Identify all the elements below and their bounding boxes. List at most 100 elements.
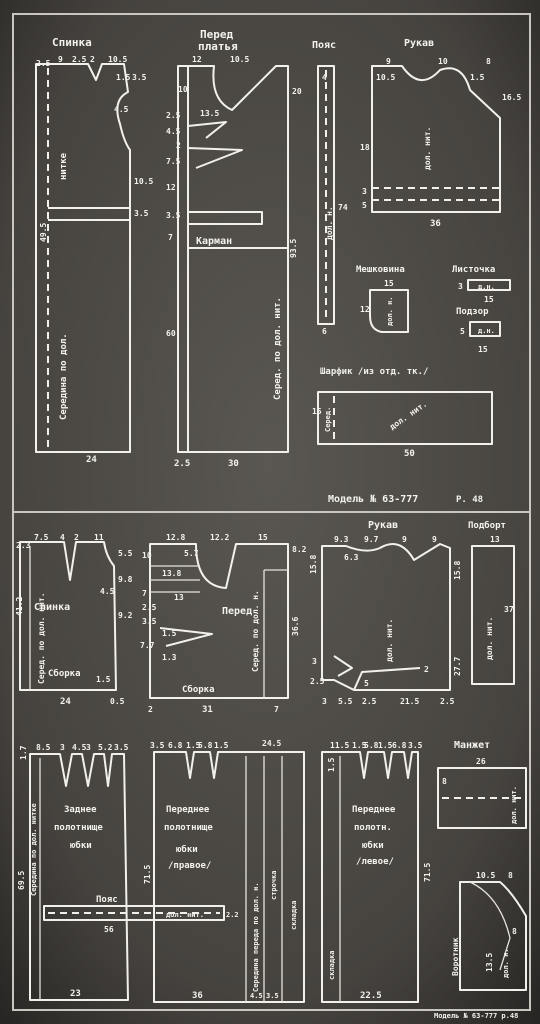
dim: 10 (178, 85, 188, 94)
dim: 3.5 (166, 211, 181, 220)
top-podzor: Подзор д.н. 5 15 (456, 307, 501, 354)
dim: 8.5 (36, 743, 51, 752)
dim: 2.5 (166, 111, 181, 120)
fold-label: Середина по дол. нитке (30, 803, 38, 896)
grain-label: дол. н. (386, 296, 394, 326)
dim: 23 (70, 989, 81, 999)
dim: 1.5 (96, 675, 111, 684)
bot-perednee-levoe: Переднее полотн. юбки /левое/ складка 11… (321, 741, 432, 1003)
dim: 5.5 (338, 697, 353, 706)
dim: 2 (424, 665, 429, 674)
title: Подборт (468, 520, 506, 531)
dim: 56 (104, 925, 114, 934)
dim: 8 (512, 927, 517, 936)
grain-label: дол. н. (325, 206, 334, 240)
dim: 5.2 (98, 743, 113, 752)
dim: 16.5 (502, 93, 521, 102)
dim: 9.7 (364, 535, 379, 544)
dim: 1.3 (162, 653, 177, 662)
dim: 1.5 (470, 73, 485, 82)
dim: 2.5 (440, 697, 455, 706)
title: Мешковина (356, 265, 405, 275)
dim: 24 (86, 455, 97, 465)
dim: 15 (484, 295, 494, 304)
grain-label: дол. н. (502, 948, 510, 978)
dim: 2.5 (36, 59, 51, 68)
bot-vorotnik: Воротник дол. н. 10.5 8 8 13.5 (451, 871, 527, 991)
dim: 7 (142, 589, 147, 598)
dim: 3.5 (134, 209, 149, 218)
mid-pered: Перед Серед. по дол. н. Сборка 12.8 12.2… (140, 533, 307, 715)
dim: 5.8 (364, 741, 379, 750)
title: Шарфик /из отд. тк./ (320, 367, 428, 377)
bot-poyas: Пояс дол. нит. 56 2.2 (43, 895, 239, 934)
grain-label: д.н. (478, 327, 495, 335)
dim: 12 (192, 55, 202, 64)
title-line2: платья (198, 40, 238, 53)
dim: 30 (228, 459, 239, 469)
dim: 9.8 (118, 575, 133, 584)
dim: 12 (360, 305, 370, 314)
dim: 13.5 (485, 953, 494, 972)
dim: 15 (258, 533, 268, 542)
dim: 6.8 (392, 741, 407, 750)
pocket-label: Карман (196, 236, 232, 247)
model-number: Модель № 63-777 (328, 494, 418, 505)
grain-label: дол. нит. (423, 127, 432, 170)
dim: 5 (460, 327, 465, 336)
title-line3: юбки (176, 844, 198, 855)
dim: 9 (58, 55, 63, 64)
mid-spinka: Спинка Серед. по дол. нит. Сборка 2.3 7.… (15, 533, 133, 707)
dim: 3.5 (132, 73, 147, 82)
dim: 1.5 (162, 629, 177, 638)
grain-label: д.н. (478, 283, 495, 291)
dim: 13 (490, 535, 500, 544)
dim: 3 (458, 282, 463, 291)
dim: 22.5 (360, 991, 382, 1001)
bot-manzhet: Манжет дол. нит. 26 8 (437, 740, 527, 829)
title: Рукав (404, 38, 434, 49)
title: Пояс (96, 895, 118, 905)
dim: 8 (508, 871, 513, 880)
bot-perednee-pravoe: Переднее полотнище юбки /правое/ Середин… (143, 739, 305, 1003)
dim: 10.5 (376, 73, 395, 82)
fold-label: Серед. по дол. нит. (37, 592, 46, 684)
edge-label: Серед. (324, 407, 332, 432)
dim: 5.7 (184, 549, 199, 558)
fold-label: Середина переда по дол. н. (252, 882, 260, 992)
dim: 15.8 (309, 555, 318, 574)
dim: 2 (176, 141, 181, 150)
title-line2: полотнище (164, 823, 213, 833)
dim: 50 (404, 449, 415, 459)
dim: 9 (386, 57, 391, 66)
dim: 13 (174, 593, 184, 602)
grain-label: дол. нит. (510, 786, 518, 824)
dim: 15.8 (453, 561, 462, 580)
footer-caption: Модель № 63-777 р.48 (434, 1012, 518, 1020)
title-line3: юбки (70, 840, 92, 851)
dim: 3 (312, 657, 317, 666)
dim: 9 (432, 535, 437, 544)
title: Подзор (456, 307, 489, 317)
dim: 0.5 (110, 697, 125, 706)
title: Рукав (368, 520, 398, 531)
dim: 20 (292, 87, 302, 96)
title: Листочка (452, 265, 495, 275)
dim: 37 (504, 605, 514, 614)
dim: 4 (322, 73, 327, 82)
dim: 8 (442, 777, 447, 786)
dim: 2.5 (310, 677, 325, 686)
top-poyas: Пояс дол. н. 4 74 6 (312, 40, 348, 336)
dim: 7.5 (34, 533, 49, 542)
dim: 1.5 (186, 741, 201, 750)
dim: 1.5 (116, 73, 131, 82)
dim: 60 (166, 329, 176, 338)
dim: 1.5 (378, 741, 393, 750)
grain-label: дол. нит. (166, 911, 204, 919)
dim: 4.5 (166, 127, 181, 136)
dim: 2.5 (174, 459, 190, 469)
dim: 71.5 (143, 865, 152, 884)
fold-label: Середина по дол. (59, 333, 69, 420)
dim: 2 (148, 705, 153, 714)
dim: 4.5 (114, 105, 129, 114)
